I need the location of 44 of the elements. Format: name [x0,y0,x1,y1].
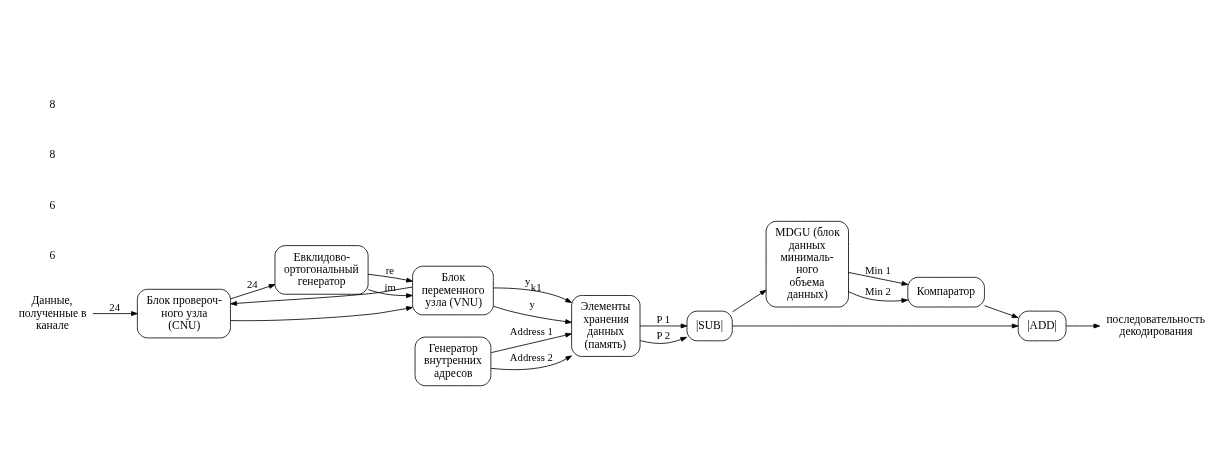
edge-label: Address 2 [509,350,553,363]
arrow [639,323,688,328]
arrow [367,288,413,298]
arrow [490,332,572,353]
node-box: MDGU (блок данных минималь- ного объема данных) [765,220,849,307]
arrow [732,323,1019,328]
node-box: |ADD| [1017,310,1067,341]
edge-label: Min 1 [864,263,891,276]
arrow [92,310,138,316]
arrow [1065,323,1101,328]
node-box: Генератор внутренних адресов [414,336,492,386]
arrow [367,273,413,282]
arrow [493,287,572,303]
node-box: Блок провероч- ного узла (CNU) [136,288,231,338]
label: 8 [49,97,56,110]
label: 8 [49,147,56,160]
edge-label: y [529,297,535,310]
node-box: Компаратор [907,276,985,307]
edge-label: re [385,263,395,276]
edge-label: 24 [109,300,121,313]
edge-label: P 1 [656,312,671,325]
node-text: последовательность декодирования [1106,312,1205,337]
arrow [230,286,413,306]
edge-label: Min 2 [864,284,891,297]
edge-label: 24 [246,277,258,290]
node-box: Блок переменного узла (VNU) [412,265,494,315]
arrow [490,354,572,370]
node-text: Данные, полученные в канале [18,293,87,331]
arrow [848,290,908,303]
label: 6 [49,198,56,211]
arrow [984,304,1019,318]
arrow [732,289,767,312]
node-box: |SUB| [686,310,733,341]
node-box: Евклидово- ортогональный генератор [274,244,369,295]
node-box: Элементы хранения данных (память) [571,294,641,357]
arrow [639,336,688,344]
arrow [230,305,413,321]
label: 6 [49,248,56,261]
arrow [230,283,276,299]
edge-label: P 2 [656,328,671,341]
edge-label: im [384,280,396,293]
edge-label: Address 1 [509,324,553,337]
arrow [848,271,909,286]
arrow [493,305,572,324]
